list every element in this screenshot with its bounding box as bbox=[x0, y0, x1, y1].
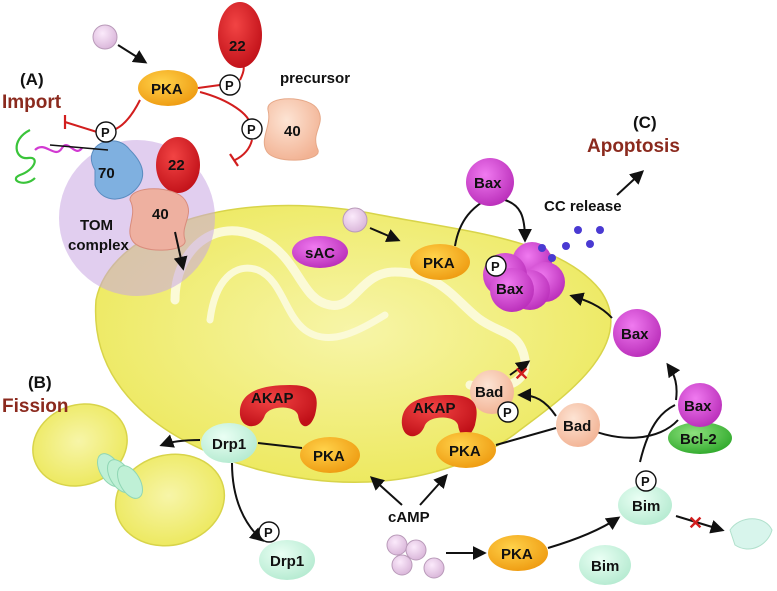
pka-mito: PKA bbox=[410, 244, 470, 280]
section-b-letter: (B) bbox=[28, 373, 52, 392]
bim-label: Bim bbox=[591, 558, 619, 575]
drp1-ring bbox=[97, 453, 143, 499]
drp1-phospho-p: P bbox=[264, 525, 273, 540]
pka-bottom-label: PKA bbox=[501, 546, 533, 563]
pka-mito-label: PKA bbox=[423, 255, 455, 272]
bax-oligomer-phospho: P bbox=[491, 259, 500, 274]
bad-phospho-p: P bbox=[503, 405, 512, 420]
bad-phospho: Bad P bbox=[470, 370, 519, 423]
pka-right: PKA bbox=[436, 432, 496, 468]
bad-phospho-label: Bad bbox=[475, 384, 503, 401]
bcl2-protein: Bcl-2 bbox=[668, 422, 732, 454]
pka-left-label: PKA bbox=[313, 448, 345, 465]
mitochondrion bbox=[94, 204, 612, 483]
pka-bottom: PKA bbox=[488, 535, 548, 571]
phospho-tom70: P bbox=[95, 121, 117, 143]
bim-phospho-label: Bim bbox=[632, 498, 660, 515]
akap-left-label: AKAP bbox=[251, 390, 294, 407]
akap-right: AKAP bbox=[401, 395, 477, 437]
bax-bcl2-label: Bax bbox=[684, 398, 712, 415]
phospho-tom40: P bbox=[241, 118, 263, 140]
section-a-title: Import bbox=[2, 92, 62, 113]
tom22-label: 22 bbox=[168, 157, 185, 174]
section-a-letter: (A) bbox=[20, 70, 44, 89]
tom22-protein: 22 bbox=[156, 137, 200, 193]
pka-import-label: PKA bbox=[151, 81, 183, 98]
pka-right-label: PKA bbox=[449, 443, 481, 460]
tom40-precursor-label: 40 bbox=[284, 123, 301, 140]
bad-right: Bad bbox=[556, 403, 600, 447]
phospho-tom40-label: P bbox=[247, 122, 256, 137]
precursor-squiggle bbox=[14, 129, 109, 184]
drp1-phospho-label: Drp1 bbox=[270, 553, 304, 570]
precursor-label: precursor bbox=[280, 70, 350, 87]
phospho-tom22-label: P bbox=[225, 78, 234, 93]
camp-molecule-a bbox=[92, 24, 118, 50]
section-c-title: Apoptosis bbox=[587, 136, 680, 157]
cc-release-label: CC release bbox=[544, 198, 622, 215]
bim-protein: Bim bbox=[579, 545, 631, 585]
pka-import: PKA bbox=[138, 70, 198, 106]
cytochrome-c-dots bbox=[538, 226, 604, 262]
section-c-letter: (C) bbox=[633, 113, 657, 132]
bim-phospho: Bim P bbox=[618, 470, 672, 525]
sac-label: sAC bbox=[305, 245, 335, 262]
phospho-tom22: P bbox=[219, 74, 241, 96]
camp-label: cAMP bbox=[388, 509, 430, 526]
tom-complex-label-1: TOM bbox=[80, 217, 113, 234]
bax-oligomer: P Bax bbox=[483, 242, 565, 312]
sac-enzyme: sAC bbox=[292, 236, 348, 268]
bax-oligomer-label: Bax bbox=[496, 281, 524, 298]
bax-bcl2: Bax bbox=[678, 383, 722, 427]
bax-right-label: Bax bbox=[621, 326, 649, 343]
tom22-precursor: 22 bbox=[218, 2, 262, 68]
bad-right-label: Bad bbox=[563, 418, 591, 435]
bad-degradation-x: ✕ bbox=[514, 364, 529, 384]
bim-degraded-fragment bbox=[729, 518, 773, 550]
tom40-label: 40 bbox=[152, 206, 169, 223]
camp-cluster bbox=[386, 534, 445, 579]
akap-right-label: AKAP bbox=[413, 400, 456, 417]
bcl2-label: Bcl-2 bbox=[680, 431, 717, 448]
drp1-protein: Drp1 bbox=[201, 423, 257, 463]
tom70-protein: 70 bbox=[90, 140, 144, 200]
tom40-precursor: 40 bbox=[263, 98, 321, 161]
tom22-precursor-label: 22 bbox=[229, 38, 246, 55]
bax-right: Bax bbox=[613, 309, 661, 357]
pka-left: PKA bbox=[300, 437, 360, 473]
akap-left: AKAP bbox=[239, 385, 317, 427]
bax-top: Bax bbox=[466, 158, 514, 206]
section-b-title: Fission bbox=[2, 396, 69, 417]
tom40-protein: 40 bbox=[129, 188, 190, 251]
bim-degradation-x: ✕ bbox=[688, 513, 703, 533]
tom-complex-label-2: complex bbox=[68, 237, 130, 254]
phospho-tom70-label: P bbox=[101, 125, 110, 140]
fission-mitochondria bbox=[32, 403, 226, 547]
bax-top-label: Bax bbox=[474, 175, 502, 192]
drp1-phospho: Drp1 P bbox=[258, 521, 315, 580]
tom70-label: 70 bbox=[98, 165, 115, 182]
drp1-label: Drp1 bbox=[212, 436, 246, 453]
bim-phospho-p: P bbox=[641, 474, 650, 489]
camp-molecule-sac bbox=[342, 207, 368, 233]
